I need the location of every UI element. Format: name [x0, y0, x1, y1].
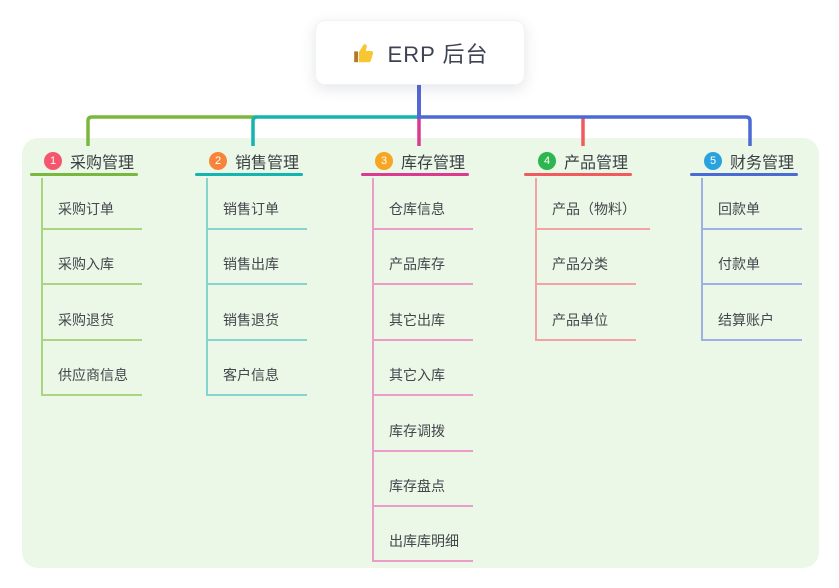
child-node-label: 采购退货: [58, 311, 114, 328]
branch-header-库存管理[interactable]: 3 库存管理: [375, 149, 465, 173]
child-node-库存调拨[interactable]: 库存调拨: [372, 422, 473, 452]
child-node-label: 其它出库: [389, 311, 445, 328]
child-node-销售出库[interactable]: 销售出库: [206, 255, 307, 286]
branch-underline: [195, 173, 303, 176]
branch-header-销售管理[interactable]: 2 销售管理: [209, 149, 299, 173]
child-node-产品单位[interactable]: 产品单位: [535, 311, 636, 341]
child-node-label: 出库库明细: [389, 533, 459, 550]
child-node-供应商信息[interactable]: 供应商信息: [41, 366, 142, 397]
thumbs-up-icon: [353, 43, 373, 62]
branch-underline: [30, 173, 138, 176]
child-node-产品库存[interactable]: 产品库存: [372, 255, 473, 286]
child-node-回款单[interactable]: 回款单: [701, 200, 802, 230]
root-label: ERP 后台: [387, 41, 489, 67]
branch-underline: [690, 173, 798, 176]
branch-header-财务管理[interactable]: 5 财务管理: [704, 149, 794, 173]
child-node-产品分类[interactable]: 产品分类: [535, 255, 636, 286]
child-node-label: 产品库存: [389, 256, 445, 273]
branch-label: 财务管理: [730, 155, 795, 172]
branch-label: 销售管理: [235, 155, 300, 172]
branch-child-line: [41, 178, 43, 397]
child-node-label: 采购订单: [58, 201, 114, 217]
child-node-label: 销售退货: [223, 311, 279, 328]
child-node-采购订单[interactable]: 采购订单: [41, 200, 142, 230]
child-node-结算账户[interactable]: 结算账户: [701, 311, 802, 341]
child-node-出库库明细[interactable]: 出库库明细: [372, 532, 473, 563]
child-node-其它入库[interactable]: 其它入库: [372, 366, 473, 397]
branch-header-产品管理[interactable]: 4 产品管理: [538, 149, 628, 173]
branches-panel: [22, 138, 819, 568]
child-node-库存盘点[interactable]: 库存盘点: [372, 477, 473, 507]
child-node-label: 其它入库: [389, 367, 445, 384]
branch-label: 采购管理: [70, 155, 135, 172]
branch-label: 产品管理: [564, 155, 629, 172]
child-node-销售订单[interactable]: 销售订单: [206, 200, 307, 230]
child-node-label: 产品分类: [552, 256, 608, 273]
branch-underline: [524, 173, 632, 176]
child-node-label: 库存盘点: [389, 478, 445, 494]
branch-child-line: [535, 178, 537, 341]
child-node-采购入库[interactable]: 采购入库: [41, 255, 142, 286]
branch-number-badge: 5: [704, 152, 722, 170]
child-node-label: 销售订单: [223, 201, 279, 217]
child-node-产品（物料）[interactable]: 产品（物料）: [535, 200, 650, 230]
child-node-label: 仓库信息: [389, 201, 445, 217]
child-node-客户信息[interactable]: 客户信息: [206, 366, 307, 397]
child-node-label: 产品（物料）: [552, 201, 636, 217]
child-node-label: 采购入库: [58, 256, 114, 273]
branch-number-badge: 4: [538, 152, 556, 170]
child-node-label: 付款单: [718, 256, 760, 273]
branch-number-badge: 1: [44, 152, 62, 170]
branch-number-badge: 3: [375, 152, 393, 170]
child-node-仓库信息[interactable]: 仓库信息: [372, 200, 473, 230]
child-node-label: 销售出库: [223, 256, 279, 273]
child-node-label: 结算账户: [718, 311, 774, 328]
branch-child-line: [372, 178, 374, 563]
child-node-label: 库存调拨: [389, 422, 445, 439]
branch-child-line: [206, 178, 208, 397]
child-node-label: 产品单位: [552, 311, 608, 328]
child-node-采购退货[interactable]: 采购退货: [41, 311, 142, 341]
branch-label: 库存管理: [401, 155, 466, 172]
branch-header-采购管理[interactable]: 1 采购管理: [44, 149, 134, 173]
branch-underline: [361, 173, 469, 176]
child-node-label: 供应商信息: [58, 367, 128, 384]
child-node-付款单[interactable]: 付款单: [701, 255, 802, 286]
branch-child-line: [701, 178, 703, 341]
branch-number-badge: 2: [209, 152, 227, 170]
child-node-label: 回款单: [718, 201, 760, 217]
child-node-label: 客户信息: [223, 367, 279, 384]
child-node-销售退货[interactable]: 销售退货: [206, 311, 307, 341]
root-node[interactable]: ERP 后台: [315, 20, 525, 85]
child-node-其它出库[interactable]: 其它出库: [372, 311, 473, 341]
